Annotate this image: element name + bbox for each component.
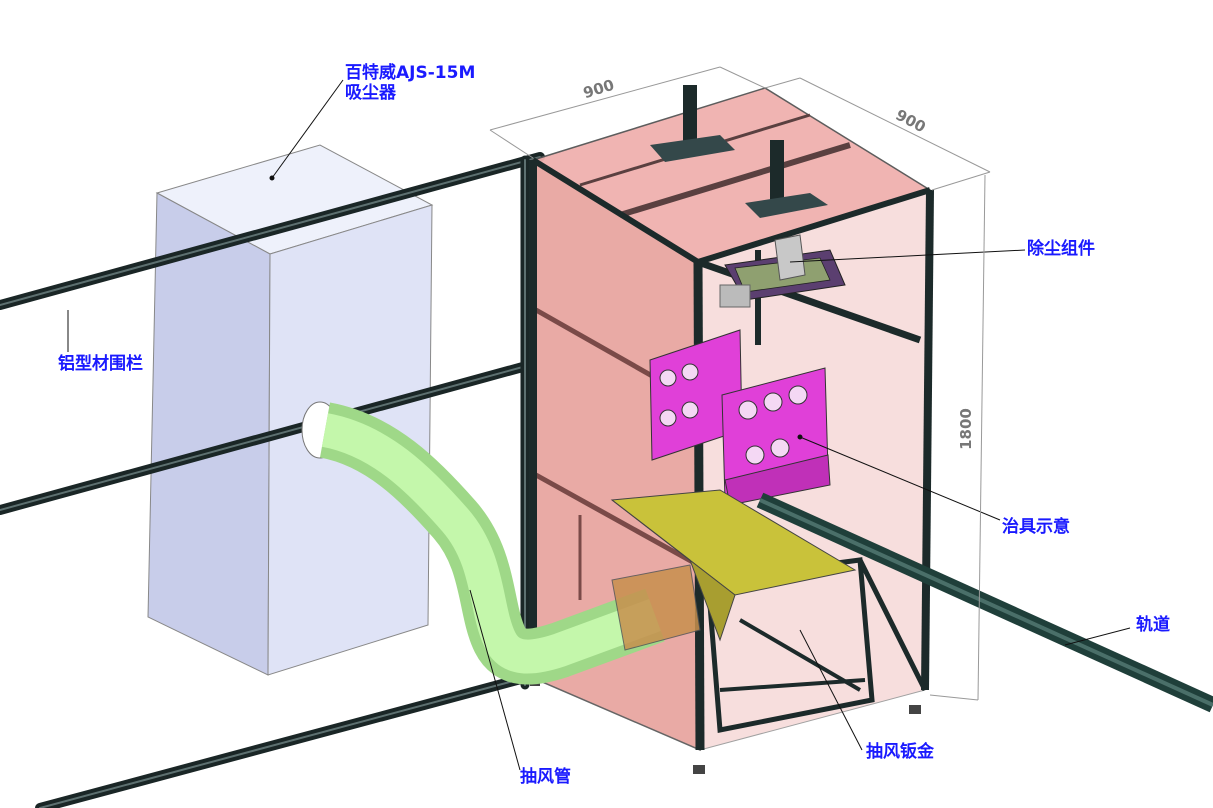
fence-label: 铝型材围栏: [58, 354, 143, 374]
dust-assembly-label: 除尘组件: [1027, 239, 1095, 259]
leader-lines: [67, 79, 1131, 771]
top-brackets: [650, 85, 828, 218]
hood-label: 抽风钣金: [866, 742, 934, 762]
dimension-lines: [489, 66, 991, 701]
rail-label: 轨道: [1136, 615, 1170, 635]
suction-hood: [610, 489, 857, 642]
suction-duct: [301, 401, 701, 685]
aluminum-fence: [0, 152, 545, 808]
height-dimension: 1800: [956, 408, 975, 450]
fixture-plates: [649, 329, 831, 506]
duct-label: 抽风管: [520, 767, 571, 787]
dust-removal-assembly: [719, 234, 846, 308]
vacuum-label-line1: 百特威AJS-15M: [345, 63, 476, 83]
fixture-label: 治具示意: [1002, 517, 1070, 537]
rail-track: [756, 492, 1213, 713]
vacuum-label: 百特威AJS-15M 吸尘器: [345, 63, 476, 103]
vacuum-label-line2: 吸尘器: [345, 82, 396, 103]
